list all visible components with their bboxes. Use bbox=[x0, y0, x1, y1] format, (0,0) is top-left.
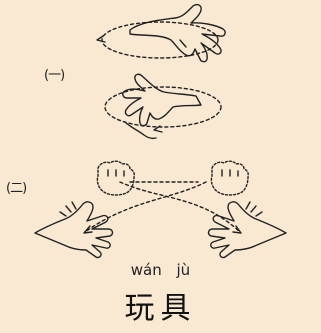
right-hand-fist-to-open-icon bbox=[209, 161, 286, 257]
word-pinyin: wán jù bbox=[0, 261, 321, 279]
step1-motion-ellipse-upper-icon bbox=[97, 22, 218, 58]
word-hanzi: 玩具 bbox=[0, 283, 321, 327]
hand-rotate-upper-icon bbox=[130, 5, 225, 62]
left-hand-fist-to-open-icon bbox=[35, 161, 134, 257]
step1-label: (一) bbox=[44, 64, 64, 83]
crossing-arrows-icon bbox=[84, 182, 241, 233]
step2-label: (二) bbox=[6, 177, 26, 196]
hand-rotate-lower-icon bbox=[123, 74, 201, 138]
